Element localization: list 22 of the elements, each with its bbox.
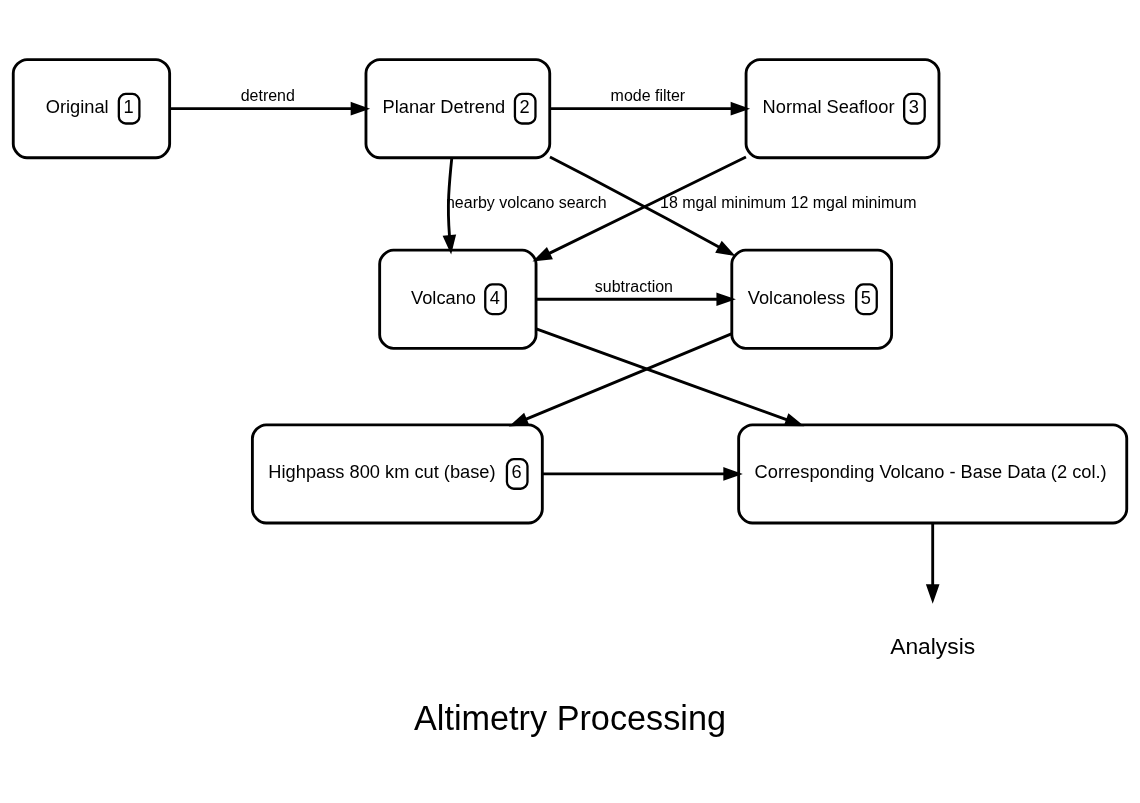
- node-box: Normal Seafloor 3: [744, 57, 941, 159]
- arrow: [550, 101, 751, 115]
- edge-label: mode filter: [610, 86, 686, 104]
- arrow: [925, 522, 940, 604]
- arrow: [442, 157, 457, 254]
- arrow: [536, 291, 736, 306]
- node-box: Highpass 800 km cut (base) 6: [250, 422, 544, 524]
- arrow: [542, 466, 743, 481]
- arrow: [508, 332, 732, 426]
- arrow: [549, 155, 736, 256]
- edge-label: subtraction: [594, 277, 673, 295]
- node-box: Volcano 4: [378, 248, 538, 350]
- edge-label: detrend: [240, 86, 295, 104]
- node-box: Corresponding Volcano - Base Data (2 col.): [737, 422, 1129, 524]
- arrow: [532, 155, 747, 262]
- arrow: [170, 101, 371, 115]
- node-box: Original 1: [11, 57, 172, 159]
- arrow: [535, 327, 805, 426]
- node-text: Analysis: [890, 632, 976, 659]
- node-box: Planar Detrend 2: [364, 57, 552, 159]
- node-box: Volcanoless 5: [730, 248, 894, 350]
- diagram-title: Altimetry Processing: [413, 698, 727, 737]
